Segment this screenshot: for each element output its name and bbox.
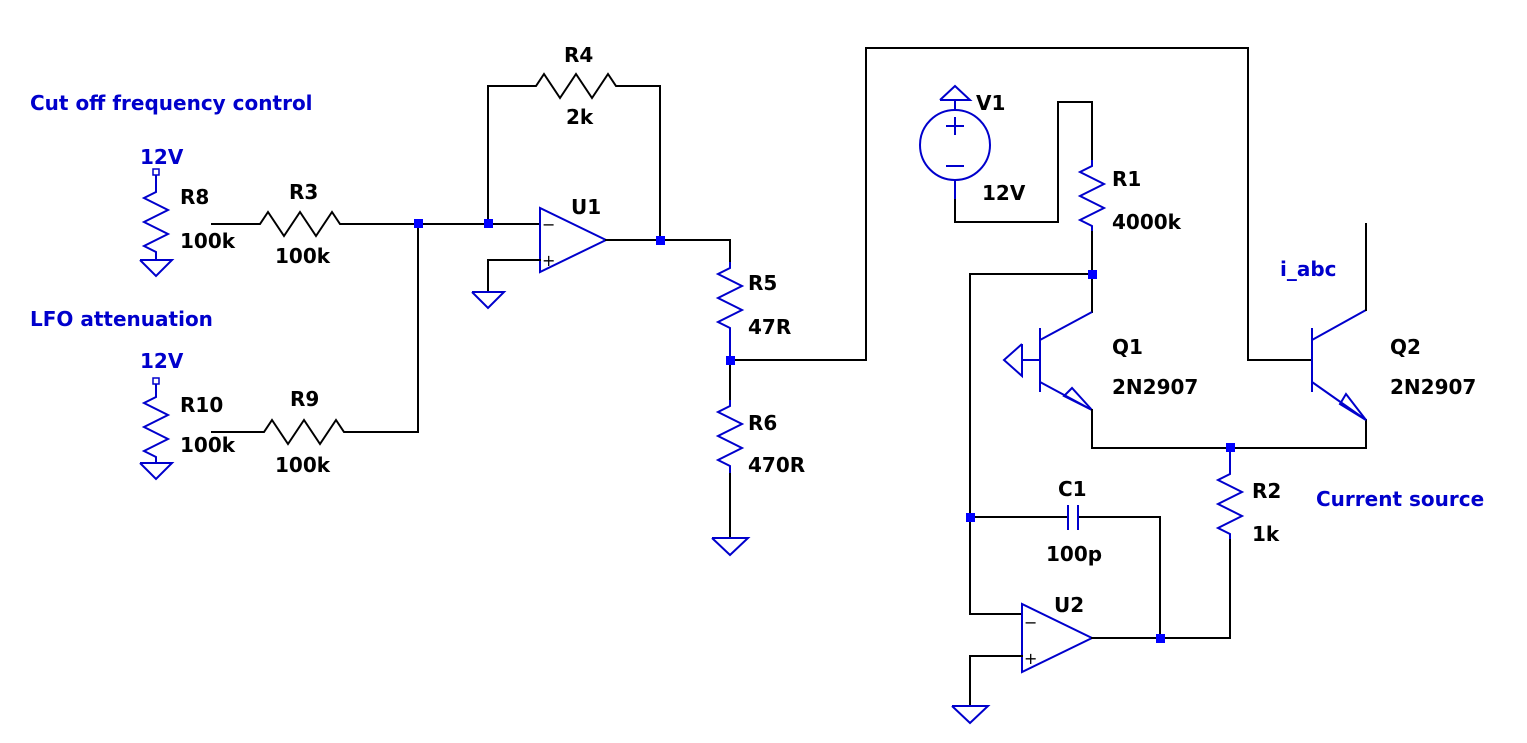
r10-supply-pin bbox=[152, 377, 160, 385]
resistor-r8: 12V R8 100k bbox=[139, 145, 236, 278]
junction-dot bbox=[966, 513, 975, 522]
q1-name: Q1 bbox=[1112, 335, 1143, 359]
transistor-q1: Q1 2N2907 bbox=[1002, 311, 1198, 411]
r4-value: 2k bbox=[566, 105, 594, 129]
capacitor-c1: C1 100p bbox=[969, 477, 1161, 639]
u1-minus-sign: − bbox=[542, 215, 555, 234]
r8-supply-pin bbox=[152, 168, 160, 176]
q1-ground-icon bbox=[1002, 343, 1023, 379]
resistor-r10: 12V R10 100k bbox=[139, 349, 236, 481]
u1-ground-icon bbox=[471, 291, 507, 310]
r4-name: R4 bbox=[564, 43, 593, 67]
resistor-r1: R1 4000k bbox=[1077, 160, 1182, 234]
r9-value: 100k bbox=[275, 453, 331, 477]
u1-plus-sign: + bbox=[542, 251, 555, 270]
u1-name: U1 bbox=[571, 195, 601, 219]
junction-dot bbox=[656, 236, 665, 245]
r10-supply-label: 12V bbox=[140, 349, 184, 373]
resistor-r3: R3 100k bbox=[211, 180, 421, 268]
q2-value: 2N2907 bbox=[1390, 375, 1476, 399]
cutoff-frequency-label: Cut off frequency control bbox=[30, 91, 313, 115]
r8-symbol bbox=[141, 175, 171, 260]
c1-value: 100p bbox=[1046, 542, 1102, 566]
junction-dot bbox=[1156, 634, 1165, 643]
r5-name: R5 bbox=[748, 271, 777, 295]
r8-ground-icon bbox=[139, 259, 175, 278]
r8-supply-label: 12V bbox=[140, 145, 184, 169]
junction-dot bbox=[726, 356, 735, 365]
r10-name: R10 bbox=[180, 393, 223, 417]
u2-name: U2 bbox=[1054, 593, 1084, 617]
r6-name: R6 bbox=[748, 411, 777, 435]
lfo-attenuation-label: LFO attenuation bbox=[30, 307, 213, 331]
q1-emitter-arrow-icon bbox=[1062, 386, 1093, 411]
u2-plus-sign: + bbox=[1024, 649, 1037, 668]
q2-name: Q2 bbox=[1390, 335, 1421, 359]
r8-value: 100k bbox=[180, 229, 236, 253]
junction-dot bbox=[1226, 443, 1235, 452]
i-abc-label: i_abc bbox=[1280, 257, 1337, 281]
r10-ground-icon bbox=[139, 462, 175, 481]
c1-name: C1 bbox=[1058, 477, 1087, 501]
junction-dot bbox=[414, 219, 423, 228]
q1-value: 2N2907 bbox=[1112, 375, 1198, 399]
r6-ground-icon bbox=[711, 537, 751, 557]
resistor-r9: R9 100k bbox=[211, 223, 419, 477]
resistor-r2: R2 1k bbox=[1215, 448, 1281, 546]
voltage-source-v1: V1 12V bbox=[919, 84, 1026, 205]
r10-value: 100k bbox=[180, 433, 236, 457]
v1-value: 12V bbox=[982, 181, 1026, 205]
q2-emitter-arrow-icon bbox=[1338, 392, 1367, 421]
r9-name: R9 bbox=[290, 387, 319, 411]
transistor-q2: Q2 2N2907 bbox=[1311, 309, 1476, 421]
r2-name: R2 bbox=[1252, 479, 1281, 503]
u2-ground-icon bbox=[951, 705, 991, 725]
opamp-u2: − + U2 bbox=[951, 593, 1095, 725]
resistor-r4: R4 2k bbox=[487, 43, 661, 241]
u2-minus-sign: − bbox=[1024, 613, 1037, 632]
r3-name: R3 bbox=[289, 180, 318, 204]
r10-symbol bbox=[141, 384, 171, 463]
current-source-label: Current source bbox=[1316, 487, 1484, 511]
resistor-r5: R5 47R bbox=[715, 262, 791, 360]
junction-dots bbox=[414, 219, 1235, 643]
v1-name: V1 bbox=[976, 91, 1005, 115]
r6-value: 470R bbox=[748, 453, 805, 477]
r1-value: 4000k bbox=[1112, 210, 1182, 234]
r5-value: 47R bbox=[748, 315, 791, 339]
r2-value: 1k bbox=[1252, 522, 1280, 546]
r3-value: 100k bbox=[275, 244, 331, 268]
v1-supply-arrow-icon bbox=[939, 84, 973, 101]
junction-dot bbox=[1088, 270, 1097, 279]
junction-dot bbox=[484, 219, 493, 228]
opamp-u1: − + U1 bbox=[471, 195, 609, 310]
r8-name: R8 bbox=[180, 185, 209, 209]
r1-name: R1 bbox=[1112, 167, 1141, 191]
resistor-r6: R6 470R bbox=[711, 359, 805, 557]
